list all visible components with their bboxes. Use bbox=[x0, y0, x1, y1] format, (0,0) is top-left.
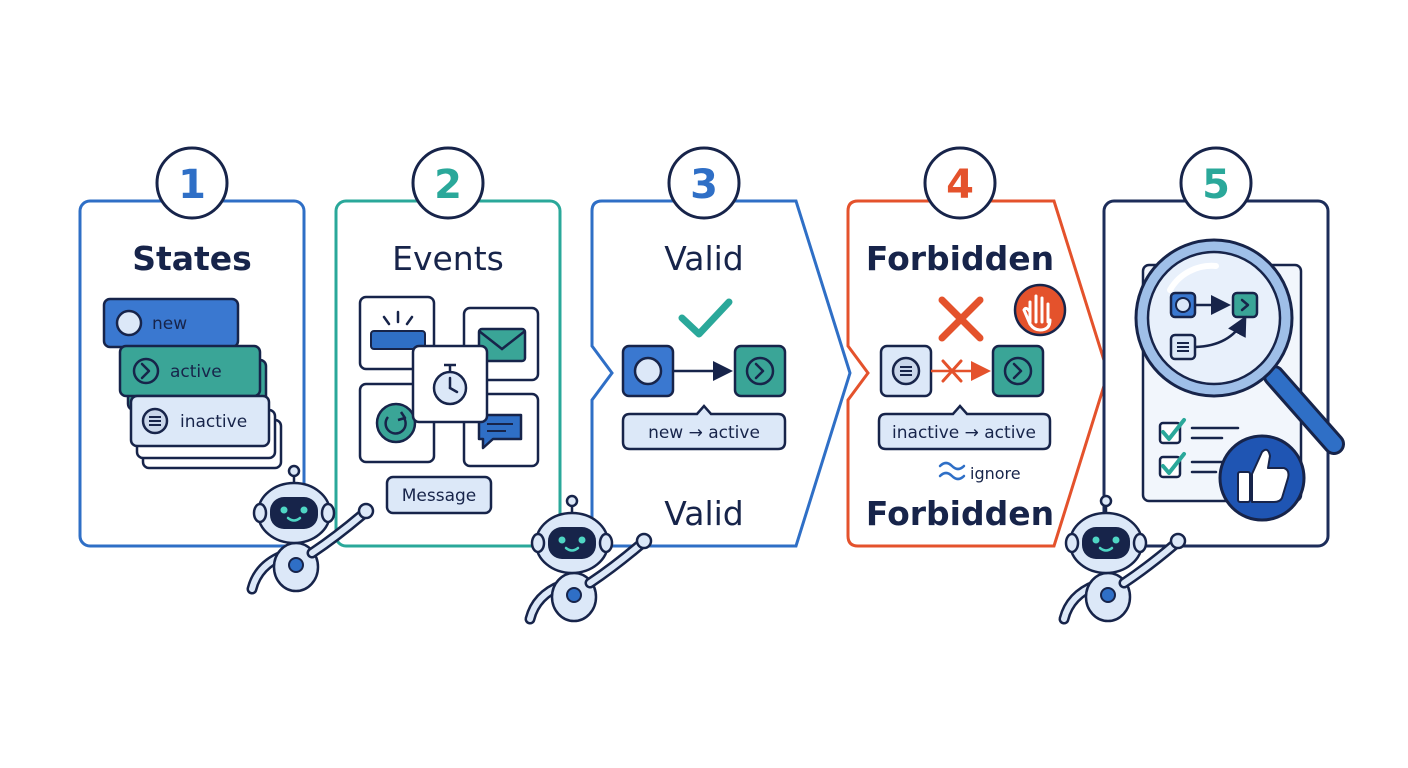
state-label: new bbox=[152, 314, 187, 334]
panel-valid: 3 Valid new → active Valid bbox=[590, 146, 852, 548]
step-badge bbox=[923, 146, 997, 220]
wave-icon bbox=[938, 461, 966, 481]
step-number: 1 bbox=[178, 162, 206, 208]
panel-title: Forbidden bbox=[866, 239, 1054, 278]
step-number: 3 bbox=[690, 162, 718, 208]
panel-states: 1 States new active inactive bbox=[78, 146, 306, 548]
panel-forbidden: 4 Forbidden inactive → ac bbox=[846, 146, 1110, 548]
cross-small-icon bbox=[941, 359, 963, 383]
refresh-icon bbox=[375, 402, 417, 444]
step-number: 5 bbox=[1202, 162, 1230, 208]
svg-text:new → active: new → active bbox=[648, 423, 760, 443]
state-label: active bbox=[170, 362, 222, 382]
ignore-note: ignore bbox=[938, 461, 1021, 483]
state-new-node bbox=[621, 344, 675, 398]
transition-label: inactive → active bbox=[877, 404, 1052, 451]
chat-icon bbox=[477, 413, 523, 450]
panel-review: 5 bbox=[1102, 146, 1345, 548]
hand-stop-icon bbox=[1013, 283, 1067, 337]
state-active-node bbox=[733, 344, 787, 398]
state-inactive-node bbox=[879, 344, 933, 398]
step-badge bbox=[667, 146, 741, 220]
checkbox-icon bbox=[1158, 452, 1186, 479]
robot-icon bbox=[1058, 494, 1187, 625]
magnifier-icon bbox=[1134, 238, 1345, 455]
message-label: Message bbox=[385, 475, 493, 515]
state-card-inactive: inactive bbox=[129, 394, 271, 448]
check-icon bbox=[678, 298, 733, 338]
svg-text:ignore: ignore bbox=[970, 464, 1021, 483]
thumbs-up-icon bbox=[1218, 434, 1306, 522]
robot-icon bbox=[246, 464, 375, 595]
panel-title: Valid bbox=[664, 239, 744, 278]
checkbox-icon bbox=[1158, 418, 1186, 445]
transition-label: new → active bbox=[621, 404, 787, 451]
step-badge bbox=[1179, 146, 1253, 220]
panel-footer: Valid bbox=[664, 494, 744, 533]
robot-icon bbox=[524, 494, 653, 625]
step-badge bbox=[411, 146, 485, 220]
panel-events: 2 Events bbox=[334, 146, 562, 548]
state-active-node bbox=[991, 344, 1045, 398]
panel-title: Events bbox=[392, 239, 504, 278]
state-card-active: active bbox=[118, 344, 262, 398]
step-number: 4 bbox=[946, 162, 974, 208]
stopwatch-icon bbox=[432, 363, 468, 406]
circle-icon bbox=[115, 309, 143, 337]
panel-title: States bbox=[132, 239, 252, 278]
stopwatch-tile bbox=[411, 344, 489, 424]
svg-text:inactive → active: inactive → active bbox=[892, 423, 1036, 443]
step-number: 2 bbox=[434, 162, 462, 208]
panel-footer: Forbidden bbox=[866, 494, 1054, 533]
state-label: inactive bbox=[180, 412, 247, 432]
chevron-right-icon bbox=[132, 357, 160, 385]
step-badge bbox=[155, 146, 229, 220]
cross-icon bbox=[938, 296, 984, 342]
svg-text:Message: Message bbox=[402, 486, 477, 506]
state-card-new: new bbox=[102, 297, 240, 349]
envelope-icon bbox=[477, 327, 527, 363]
